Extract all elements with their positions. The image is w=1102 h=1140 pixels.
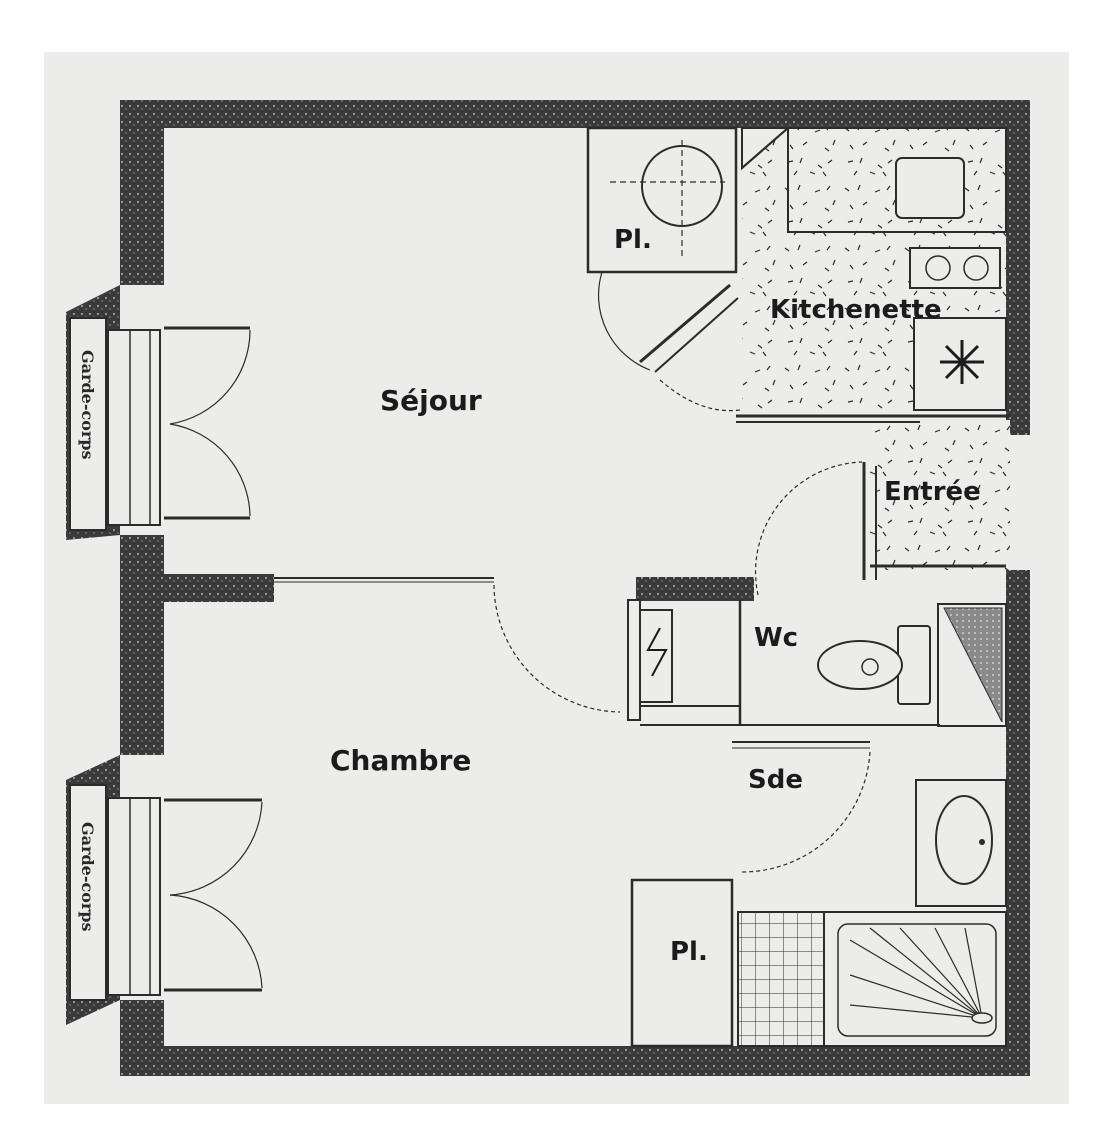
- closet-top: [586, 126, 741, 412]
- label-railing-top: Garde-corps: [78, 350, 97, 460]
- label-entree: Entrée: [884, 477, 981, 507]
- kitchenette-area: [736, 127, 1010, 570]
- label-kitchenette: Kitchenette: [770, 295, 942, 325]
- label-closet-top: Pl.: [614, 225, 652, 255]
- window-bay-top: [66, 285, 251, 540]
- wc-room: [627, 461, 1007, 727]
- sde-room: [732, 741, 1007, 1047]
- door-arc-chambre: [493, 584, 621, 713]
- label-sde: Sde: [748, 765, 803, 795]
- label-sejour: Séjour: [380, 384, 482, 417]
- label-chambre: Chambre: [330, 744, 471, 777]
- label-railing-bottom: Garde-corps: [78, 822, 97, 932]
- label-wc: Wc: [754, 623, 798, 653]
- closet-bottom: [630, 878, 734, 1048]
- window-bay-bottom: [66, 755, 263, 1025]
- outer-walls: [120, 100, 1030, 1076]
- label-closet-bottom: Pl.: [670, 937, 708, 967]
